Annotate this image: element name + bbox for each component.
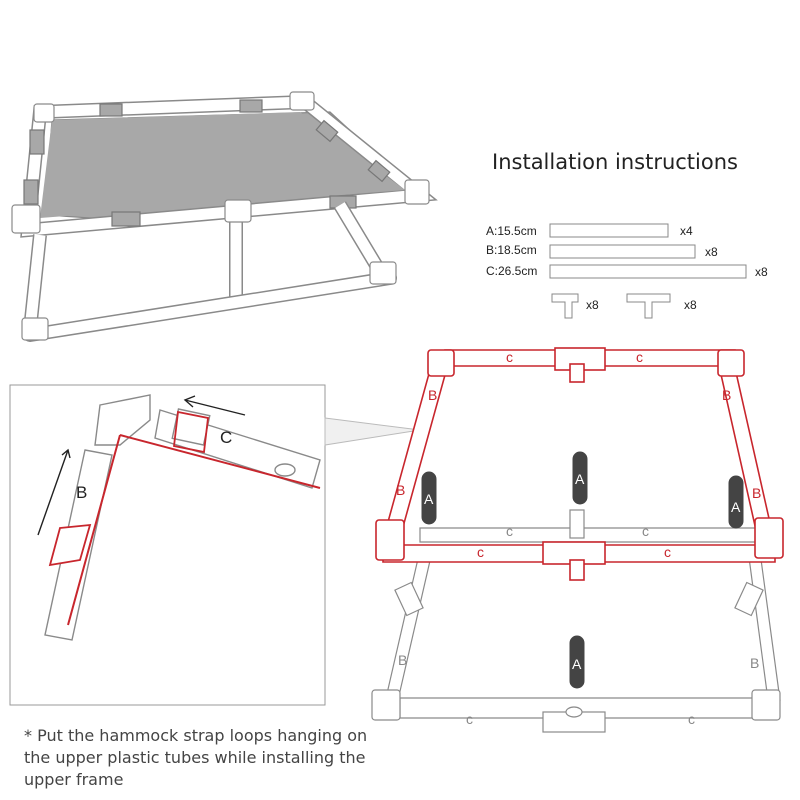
tee-icon <box>626 293 671 319</box>
elbow-tee-icon <box>551 293 579 319</box>
label-b-lower-right: B <box>752 485 761 501</box>
part-c-label: C:26.5cm <box>486 264 538 278</box>
frame-labels: c c c c B B B B A A A A c c c c B B <box>396 349 761 727</box>
tee-qty: x8 <box>684 298 697 312</box>
label-c-lower-back-right: c <box>642 523 649 539</box>
a-posts <box>421 451 744 689</box>
part-b-label: B:18.5cm <box>486 243 537 257</box>
label-b-upper-right: B <box>722 387 731 403</box>
pipe-a-bar <box>549 223 669 238</box>
elbow-tee-qty: x8 <box>586 298 599 312</box>
pipe-c-bar <box>549 264 747 279</box>
part-a-qty: x4 <box>680 224 693 238</box>
detail-callout: C B <box>9 384 421 706</box>
label-b-lower-frame-right: B <box>750 655 759 671</box>
page-title: Installation instructions <box>492 150 738 174</box>
parts-bars <box>549 223 747 319</box>
part-a-label: A:15.5cm <box>486 224 537 238</box>
label-b-lower-frame-left: B <box>398 652 407 668</box>
label-c-lower-back-left: c <box>506 523 513 539</box>
part-b-qty: x8 <box>705 245 718 259</box>
part-c-qty: x8 <box>755 265 768 279</box>
label-b-upper-left: B <box>428 387 437 403</box>
label-c-front-left: c <box>477 544 484 560</box>
detail-label-b: B <box>76 483 87 502</box>
exploded-frame <box>371 347 784 733</box>
label-c-lower-front-left: c <box>466 711 473 727</box>
pipe-b-bar <box>549 244 696 259</box>
assembled-stand <box>11 91 438 342</box>
detail-label-c: C <box>220 428 232 447</box>
label-b-lower-left: B <box>396 482 405 498</box>
label-a-bottom: A <box>572 656 582 672</box>
label-a-left: A <box>424 491 434 507</box>
label-c-top-right: c <box>636 349 643 365</box>
label-a-center: A <box>575 471 585 487</box>
label-c-top-left: c <box>506 349 513 365</box>
label-c-front-right: c <box>664 544 671 560</box>
label-c-lower-front-right: c <box>688 711 695 727</box>
label-a-right: A <box>731 499 741 515</box>
installation-note: * Put the hammock strap loops hanging on… <box>24 726 368 789</box>
